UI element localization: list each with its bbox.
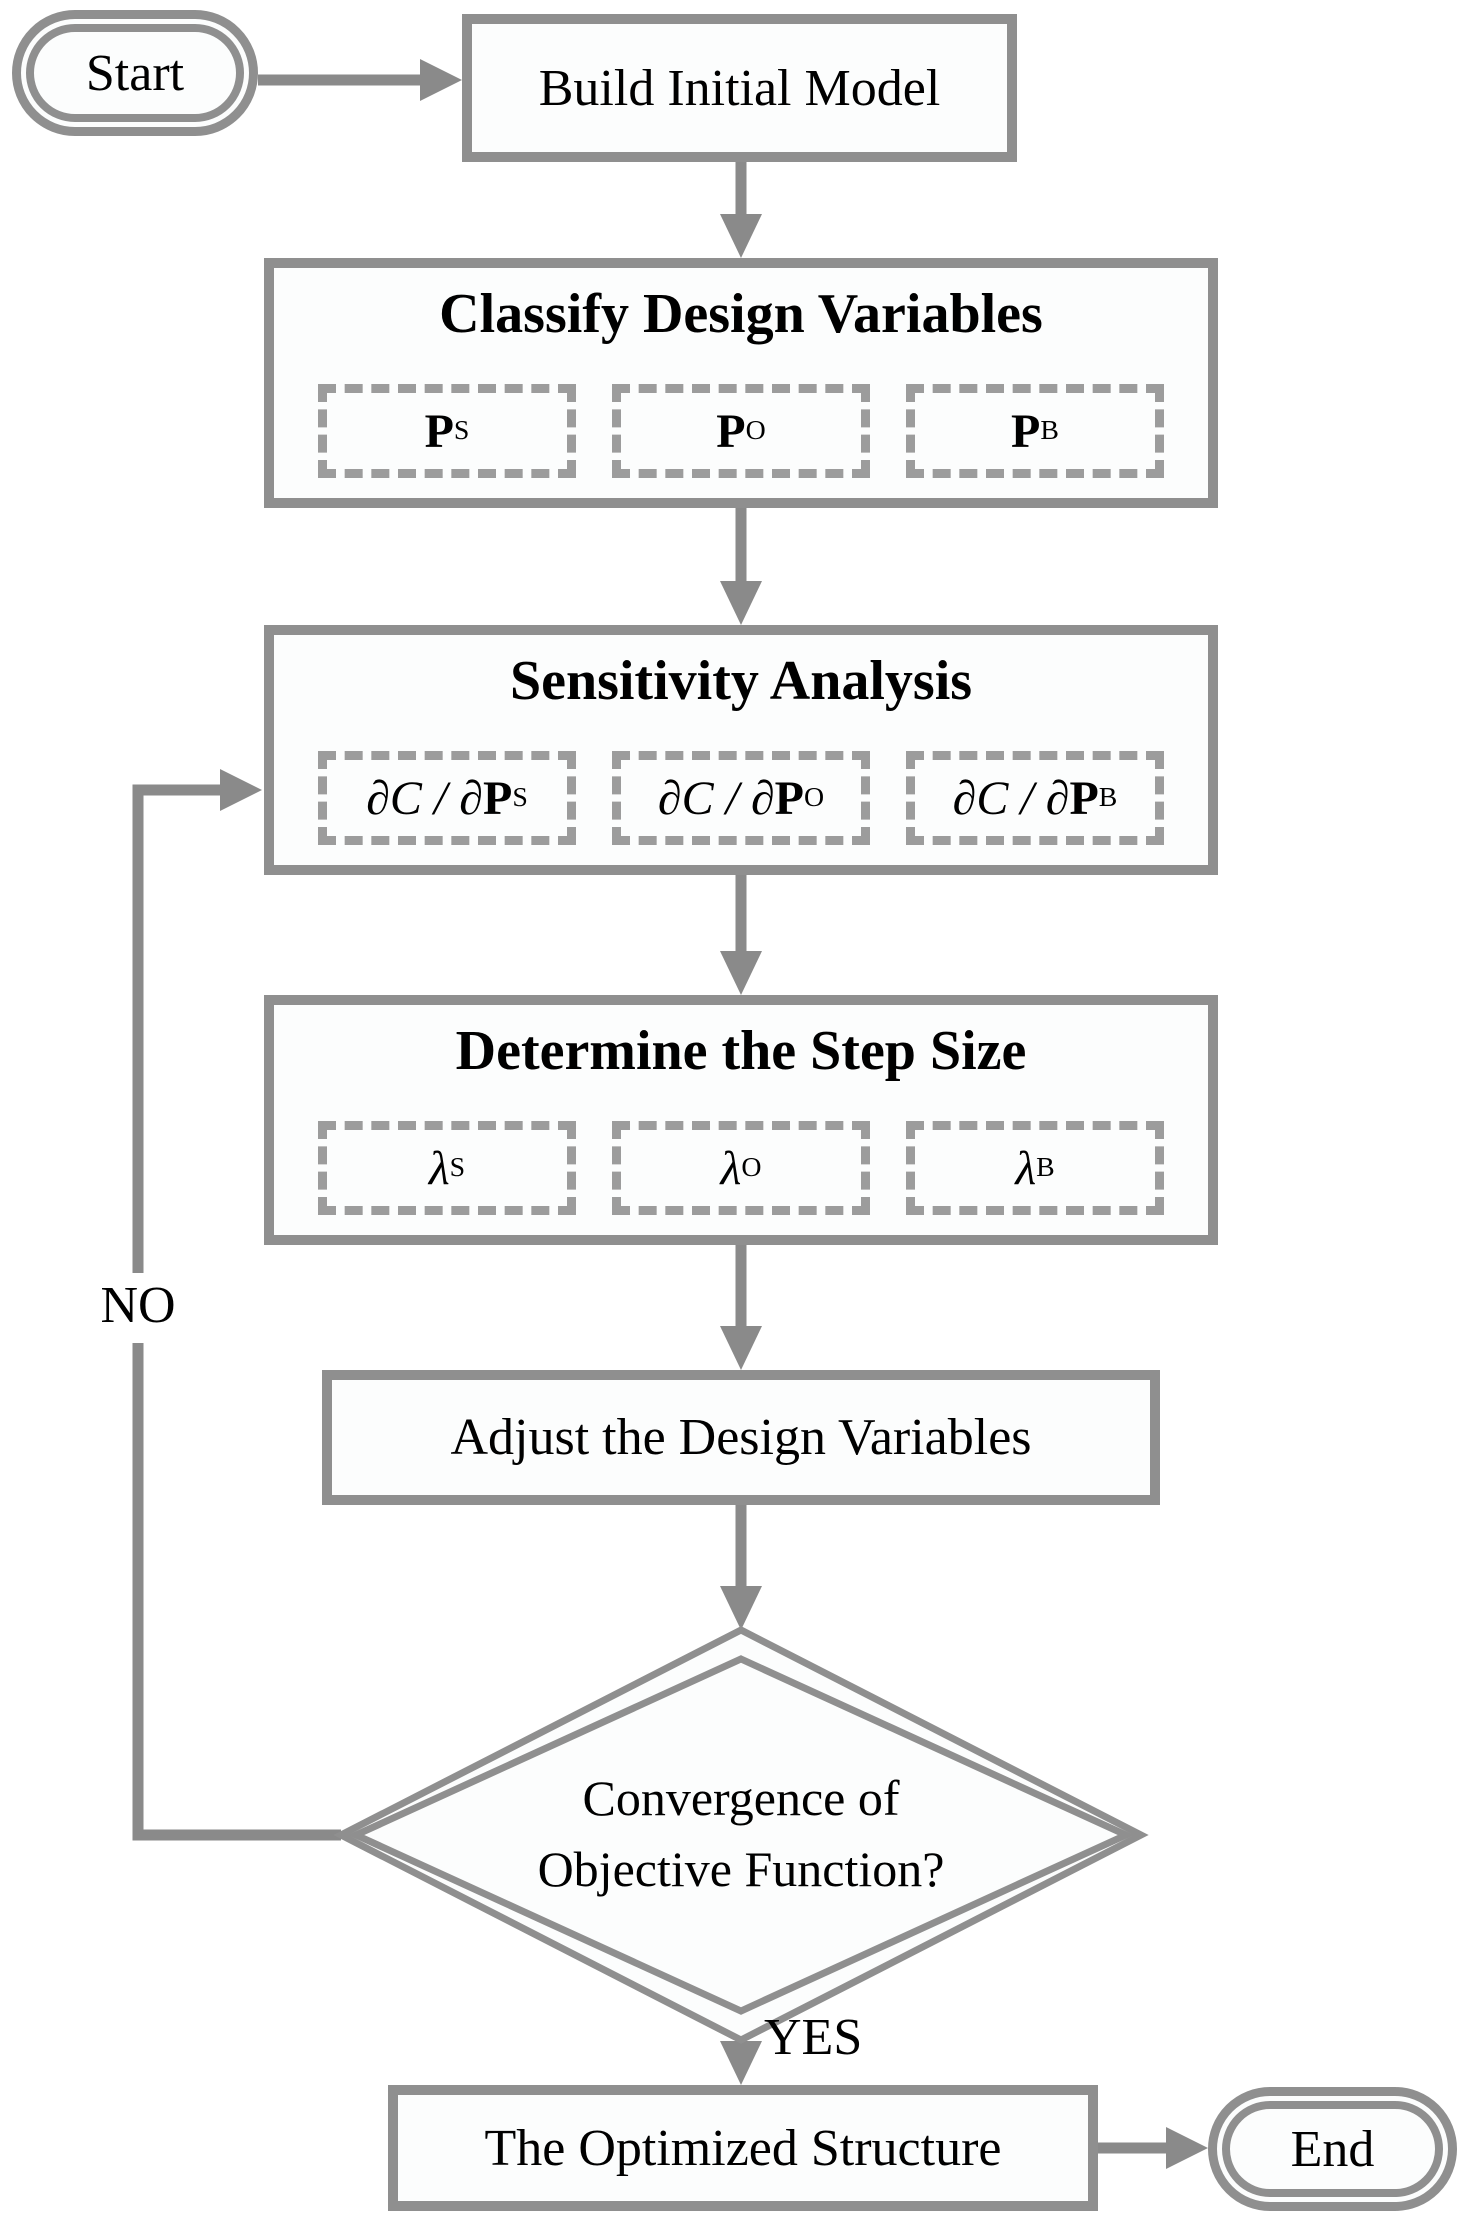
- optimized-structure-label: The Optimized Structure: [484, 2119, 1002, 2177]
- no-branch-label: NO: [100, 1277, 176, 1334]
- edge-no-loop-lower: [132, 1343, 341, 1841]
- yes-branch-label: YES: [764, 2009, 863, 2066]
- arrowhead-build-classify: [720, 214, 762, 258]
- arrowhead-sensitivity-step: [720, 951, 762, 995]
- arrowhead-no-loop-sensitivity: [220, 769, 262, 811]
- decision-diamond-outer: [333, 1626, 1149, 2044]
- decision-label: Convergence of Objective Function?: [391, 1763, 1091, 1905]
- decision-diamond-inner: [347, 1655, 1135, 2015]
- start-terminal-inner: Start: [26, 24, 244, 122]
- build-initial-model-label: Build Initial Model: [538, 59, 941, 117]
- adjust-design-variables-label: Adjust the Design Variables: [450, 1409, 1032, 1466]
- adjust-design-variables-box: Adjust the Design Variables: [322, 1370, 1160, 1505]
- end-terminal-inner: End: [1222, 2101, 1443, 2197]
- step-size-title: Determine the Step Size: [455, 1020, 1027, 1082]
- start-terminal: Start: [12, 10, 258, 136]
- sensitivity-title: Sensitivity Analysis: [509, 650, 973, 712]
- build-initial-model-box: Build Initial Model: [462, 14, 1017, 162]
- classify-title: Classify Design Variables: [439, 283, 1043, 345]
- end-label: End: [1290, 2120, 1375, 2178]
- arrowhead-step-adjust: [720, 1326, 762, 1370]
- arrowhead-decision-optimized: [720, 2041, 762, 2085]
- arrowhead-optimized-end: [1166, 2127, 1208, 2169]
- optimized-structure-box: The Optimized Structure: [388, 2085, 1098, 2211]
- decision-label-line1: Convergence of: [582, 1770, 900, 1826]
- edge-no-loop-upper: [132, 784, 222, 1273]
- arrowhead-start-build: [420, 59, 462, 101]
- end-terminal: End: [1208, 2087, 1457, 2211]
- arrowhead-classify-sensitivity: [720, 581, 762, 625]
- start-label: Start: [85, 44, 185, 102]
- decision-diamond: [333, 1626, 1149, 2044]
- decision-label-line2: Objective Function?: [537, 1841, 945, 1897]
- arrowhead-adjust-decision: [720, 1586, 762, 1630]
